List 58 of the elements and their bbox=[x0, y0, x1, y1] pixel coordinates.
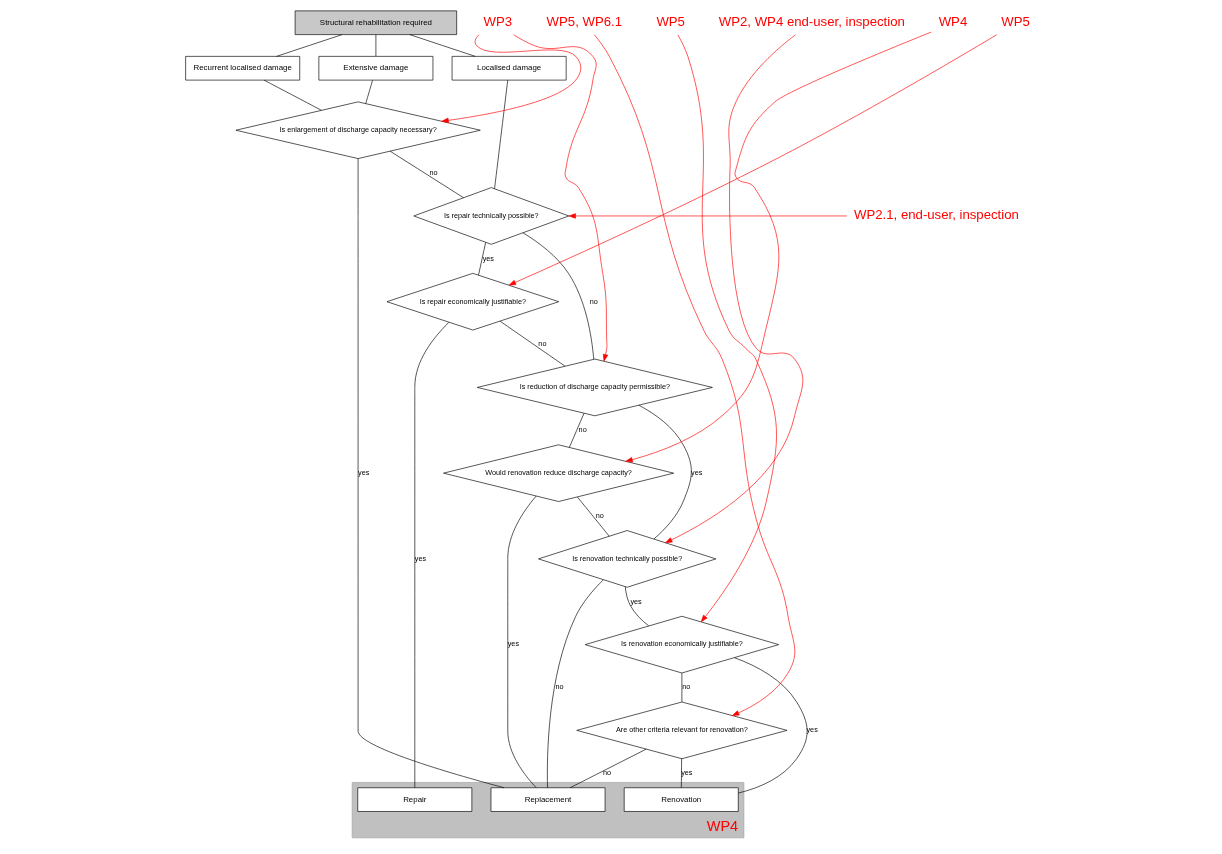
connector bbox=[624, 586, 649, 627]
connector bbox=[733, 657, 807, 794]
node-diamond: Is reduction of discharge capacity permissible? bbox=[476, 358, 713, 417]
connector bbox=[499, 320, 565, 367]
connector bbox=[638, 404, 692, 540]
node-text: WP4 bbox=[938, 14, 967, 30]
edge-label: no bbox=[578, 425, 587, 435]
connector bbox=[414, 322, 449, 788]
node-text: WP5, WP6.1 bbox=[546, 14, 622, 30]
edge-label: yes bbox=[629, 596, 642, 606]
arrow bbox=[677, 34, 777, 623]
node-text: WP5 bbox=[1000, 14, 1030, 30]
edge-label: no bbox=[602, 768, 611, 778]
connector bbox=[493, 79, 508, 189]
connector bbox=[409, 34, 476, 57]
node-diamond: Is repair technically possible? bbox=[412, 187, 569, 245]
edge-label: no bbox=[681, 682, 690, 692]
node-diamond: Is repair economically justifiable? bbox=[386, 273, 559, 331]
connector bbox=[477, 242, 486, 276]
connector bbox=[263, 79, 322, 111]
edge-label: no bbox=[589, 296, 598, 306]
connector bbox=[568, 412, 584, 448]
connector bbox=[569, 748, 647, 789]
node-diamond: Would renovation reduce discharge capacity? bbox=[442, 444, 674, 502]
arrow bbox=[624, 31, 931, 463]
connector bbox=[375, 34, 376, 57]
edge-label: yes bbox=[414, 553, 426, 563]
arrow bbox=[508, 34, 997, 286]
connector bbox=[506, 495, 536, 788]
arrow bbox=[593, 34, 795, 716]
connector bbox=[389, 150, 464, 199]
arrow bbox=[664, 34, 803, 544]
node-diamond: Is enlargement of discharge capacity necessary? bbox=[235, 101, 481, 159]
edge-label: no bbox=[555, 682, 564, 692]
arrow bbox=[512, 34, 608, 362]
node-text: WP2, WP4 end-user, inspection bbox=[718, 14, 905, 30]
edge-label: no bbox=[429, 167, 438, 177]
edge-label: yes bbox=[806, 725, 818, 735]
node-diamond: Is renovation technically possible? bbox=[537, 530, 716, 588]
node-text: WP2.1, end-user, inspection bbox=[853, 207, 1019, 223]
connector bbox=[275, 34, 342, 57]
connector bbox=[576, 496, 610, 537]
arrow bbox=[568, 213, 847, 219]
node-diamond: Are other criteria relevant for renovation? bbox=[575, 701, 787, 760]
connector bbox=[357, 158, 504, 789]
connector bbox=[546, 579, 604, 788]
node-text: WP5 bbox=[655, 14, 685, 30]
edge-label: yes bbox=[690, 468, 702, 478]
connector bbox=[522, 232, 594, 360]
edge-label: yes bbox=[482, 253, 494, 263]
edge-label: no bbox=[537, 339, 546, 349]
edge-label: yes bbox=[507, 639, 519, 649]
node-text: WP3 bbox=[483, 14, 512, 30]
connector bbox=[364, 80, 373, 104]
edge-label: no bbox=[595, 510, 604, 520]
connector bbox=[680, 758, 682, 788]
edge-label: yes bbox=[357, 468, 369, 478]
arrow bbox=[441, 34, 581, 123]
